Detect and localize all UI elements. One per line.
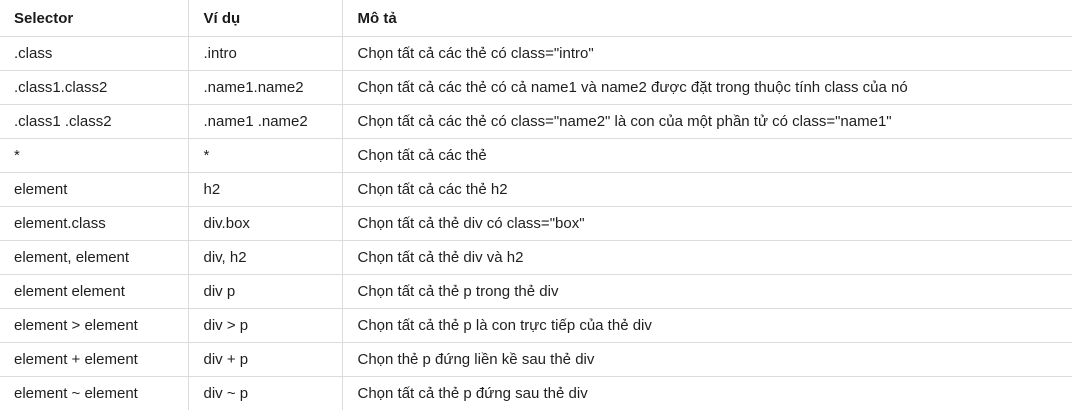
- header-description: Mô tả: [342, 0, 1072, 37]
- cell-example: div + p: [188, 342, 343, 377]
- cell-example: .name1.name2: [188, 70, 343, 105]
- cell-selector: element ~ element: [0, 376, 189, 410]
- cell-description: Chọn tất cả các thẻ có class="name2" là …: [342, 104, 1072, 139]
- cell-description: Chọn tất cả thẻ p trong thẻ div: [342, 274, 1072, 309]
- cell-selector: .class1 .class2: [0, 104, 189, 139]
- cell-example: .intro: [188, 36, 343, 71]
- table-row: element + element div + p Chọn thẻ p đứn…: [0, 342, 1072, 377]
- table-row: .class1.class2 .name1.name2 Chọn tất cả …: [0, 70, 1072, 105]
- cell-example: div, h2: [188, 240, 343, 275]
- cell-description: Chọn tất cả thẻ div có class="box": [342, 206, 1072, 241]
- cell-example: div.box: [188, 206, 343, 241]
- cell-example: div ~ p: [188, 376, 343, 410]
- header-example: Ví dụ: [188, 0, 343, 37]
- cell-example: div p: [188, 274, 343, 309]
- cell-description: Chọn thẻ p đứng liền kề sau thẻ div: [342, 342, 1072, 377]
- cell-description: Chọn tất cả thẻ div và h2: [342, 240, 1072, 275]
- cell-selector: element element: [0, 274, 189, 309]
- table-row: .class1 .class2 .name1 .name2 Chọn tất c…: [0, 104, 1072, 139]
- cell-description: Chọn tất cả các thẻ: [342, 138, 1072, 173]
- cell-description: Chọn tất cả thẻ p là con trực tiếp của t…: [342, 308, 1072, 343]
- table-row: element > element div > p Chọn tất cả th…: [0, 308, 1072, 343]
- cell-selector: element, element: [0, 240, 189, 275]
- cell-selector: .class1.class2: [0, 70, 189, 105]
- cell-selector: element.class: [0, 206, 189, 241]
- cell-example: div > p: [188, 308, 343, 343]
- cell-description: Chọn tất cả các thẻ có class="intro": [342, 36, 1072, 71]
- table-row: element.class div.box Chọn tất cả thẻ di…: [0, 206, 1072, 241]
- cell-example: .name1 .name2: [188, 104, 343, 139]
- cell-example: h2: [188, 172, 343, 207]
- header-selector: Selector: [0, 0, 189, 37]
- cell-example: *: [188, 138, 343, 173]
- cell-selector: *: [0, 138, 189, 173]
- cell-selector: element + element: [0, 342, 189, 377]
- cell-description: Chọn tất cả thẻ p đứng sau thẻ div: [342, 376, 1072, 410]
- table-row: element element div p Chọn tất cả thẻ p …: [0, 274, 1072, 309]
- table-header-row: Selector Ví dụ Mô tả: [0, 0, 1072, 37]
- table-row: element ~ element div ~ p Chọn tất cả th…: [0, 376, 1072, 410]
- table-row: .class .intro Chọn tất cả các thẻ có cla…: [0, 36, 1072, 71]
- table-row: element h2 Chọn tất cả các thẻ h2: [0, 172, 1072, 207]
- cell-selector: element: [0, 172, 189, 207]
- cell-description: Chọn tất cả các thẻ có cả name1 và name2…: [342, 70, 1072, 105]
- table-row: * * Chọn tất cả các thẻ: [0, 138, 1072, 173]
- cell-selector: element > element: [0, 308, 189, 343]
- cell-description: Chọn tất cả các thẻ h2: [342, 172, 1072, 207]
- cell-selector: .class: [0, 36, 189, 71]
- table-row: element, element div, h2 Chọn tất cả thẻ…: [0, 240, 1072, 275]
